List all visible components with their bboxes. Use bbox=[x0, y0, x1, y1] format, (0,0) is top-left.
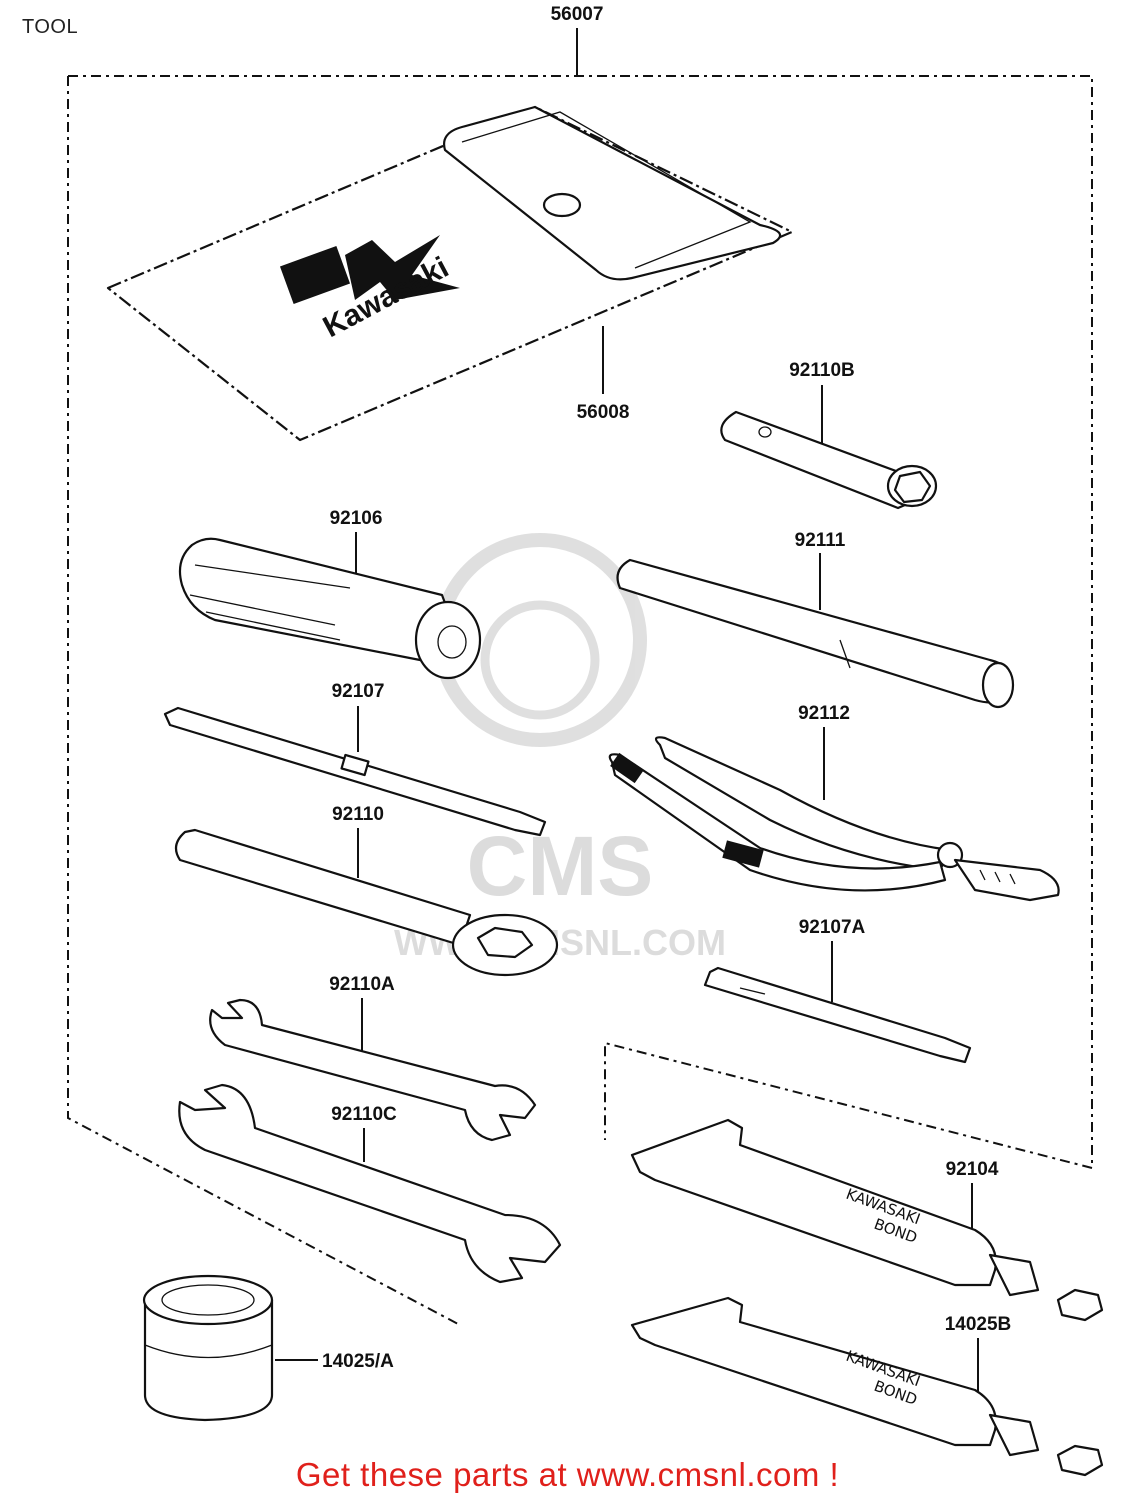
watermark-logo-text: CMS bbox=[467, 819, 654, 913]
watermark-mascot-face-icon bbox=[480, 600, 600, 720]
part-number-92110: 92110 bbox=[332, 804, 384, 825]
page-title: TOOL bbox=[22, 16, 79, 38]
bar-drawing: 92111 bbox=[616, 530, 1015, 709]
screwdriver-drawing: 92107 bbox=[163, 681, 547, 837]
part-number-92110C: 92110C bbox=[331, 1104, 397, 1125]
part-number-92106: 92106 bbox=[330, 508, 383, 529]
footer-parts-link[interactable]: Get these parts at www.cmsnl.com ! bbox=[295, 1456, 840, 1493]
part-number-14025A: 14025/A bbox=[322, 1351, 394, 1372]
kit-boundary: 56007 bbox=[67, 4, 1093, 1326]
bond-tube-2-drawing: 14025B KAWASAKI BOND bbox=[630, 1296, 1104, 1477]
screwdriver-bit-drawing: 92107A bbox=[703, 917, 972, 1064]
part-number-92104: 92104 bbox=[946, 1159, 999, 1180]
grease-can-drawing: 14025/A bbox=[142, 1274, 394, 1422]
part-number-56008: 56008 bbox=[577, 402, 630, 423]
part-number-92110B: 92110B bbox=[789, 360, 855, 381]
part-number-14025B: 14025B bbox=[945, 1314, 1012, 1335]
open-wrench-small-drawing: 92110A bbox=[209, 974, 537, 1142]
plug-wrench-drawing: 92110B bbox=[720, 360, 938, 510]
watermark: CMS WWW.CMSNL.COM bbox=[394, 533, 726, 963]
snap-button-icon bbox=[542, 192, 582, 218]
bond-tube-1-drawing: 92104 KAWASAKI BOND bbox=[630, 1118, 1104, 1322]
part-number-92110A: 92110A bbox=[329, 974, 395, 995]
part-number-92107A: 92107A bbox=[799, 917, 866, 938]
part-number-92112: 92112 bbox=[798, 703, 850, 724]
kit-number-label: 56007 bbox=[551, 4, 604, 25]
part-number-92111: 92111 bbox=[795, 530, 846, 551]
part-number-92107: 92107 bbox=[332, 681, 385, 702]
tool-case-drawing: Kawasaki 56008 bbox=[106, 105, 794, 442]
box-wrench-drawing: 92110 bbox=[174, 804, 559, 977]
handle-drawing: 92106 bbox=[178, 508, 482, 680]
open-wrench-large-drawing: 92110C bbox=[178, 1083, 562, 1284]
pliers-drawing: 92112 bbox=[608, 703, 1060, 902]
